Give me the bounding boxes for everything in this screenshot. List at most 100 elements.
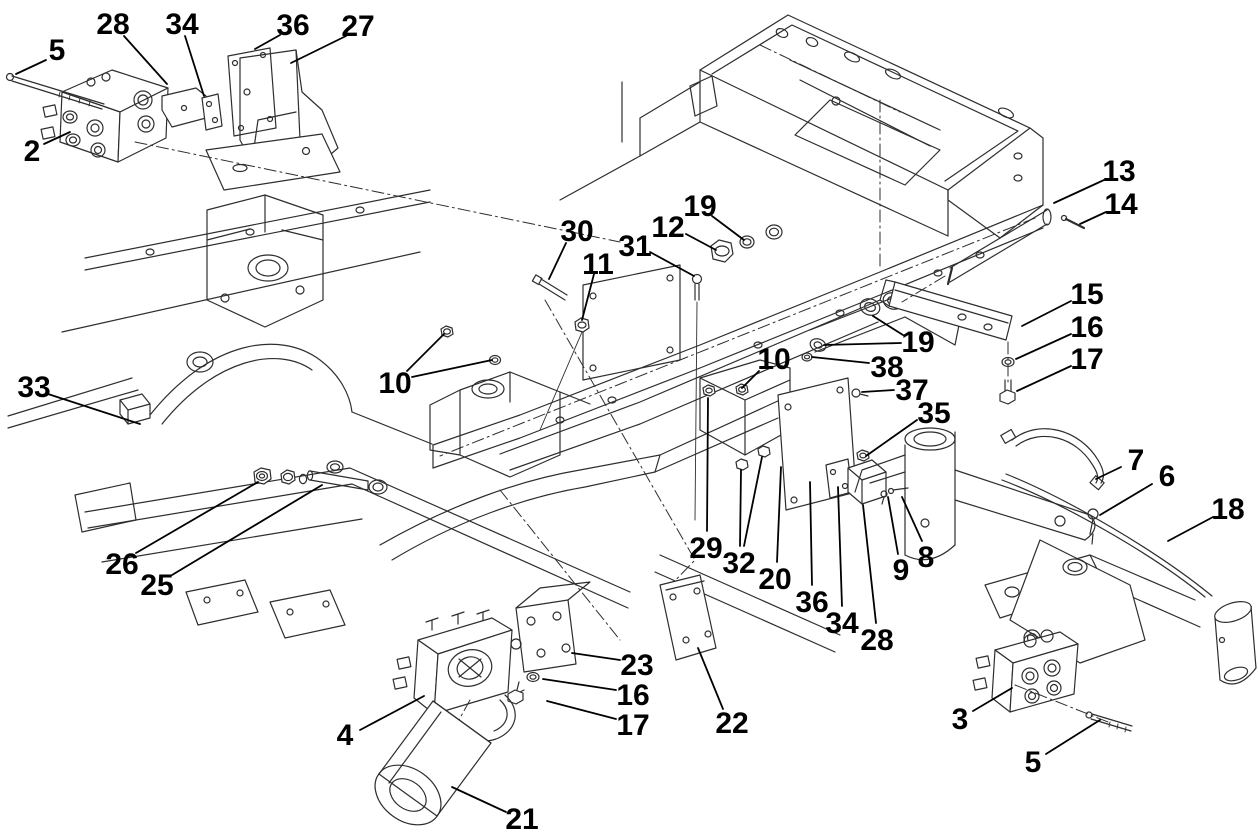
- callout-5: 5: [1025, 746, 1042, 779]
- callout-12: 12: [651, 211, 684, 244]
- front-frame: [7, 299, 841, 653]
- leader-line-28: [123, 35, 168, 85]
- left-tower: [206, 194, 324, 328]
- callout-36: 36: [795, 586, 828, 619]
- callout-21: 21: [505, 803, 538, 836]
- leader-line-29: [706, 397, 709, 532]
- leader-line-38: [811, 356, 870, 364]
- bolt-30: [531, 274, 568, 301]
- nut-12: [710, 239, 734, 263]
- callout-6: 6: [1159, 460, 1176, 493]
- callout-36: 36: [276, 9, 309, 42]
- callout-19: 19: [683, 190, 716, 223]
- leader-line-5: [15, 59, 47, 75]
- leader-line-14: [1079, 211, 1107, 225]
- callout-16: 16: [1070, 311, 1103, 344]
- main-rails: [61, 189, 1044, 471]
- bolt-31: [691, 273, 703, 521]
- leader-line-11: [581, 273, 595, 321]
- callout-5: 5: [49, 34, 66, 67]
- valve-block-4: [392, 609, 522, 773]
- callout-10: 10: [757, 343, 790, 376]
- callout-22: 22: [715, 707, 748, 740]
- leader-line-23: [571, 652, 621, 661]
- callout-34: 34: [825, 607, 859, 640]
- bracket-15: [879, 279, 1016, 405]
- callout-32: 32: [722, 547, 755, 580]
- bolt-11: [539, 317, 590, 431]
- leader-line-17: [546, 700, 617, 720]
- leader-line-10: [411, 359, 493, 378]
- callout-16: 16: [616, 679, 649, 712]
- bracket-23: [507, 581, 591, 705]
- callout-25: 25: [140, 569, 173, 602]
- leader-line-10: [406, 333, 445, 372]
- engine-deck: [559, 14, 1044, 269]
- callout-23: 23: [620, 649, 653, 682]
- bolt-10-right: [735, 383, 749, 396]
- callout-30: 30: [560, 215, 593, 248]
- callout-20: 20: [758, 563, 791, 596]
- shaft-25-nuts-26: [253, 460, 388, 495]
- callout-17: 17: [1070, 343, 1103, 376]
- callout-14: 14: [1104, 188, 1138, 221]
- callout-37: 37: [895, 374, 928, 407]
- leader-line-18: [1167, 516, 1214, 542]
- leader-line-30: [548, 242, 567, 280]
- callout-8: 8: [918, 541, 935, 574]
- callout-31: 31: [618, 230, 651, 263]
- callout-3: 3: [952, 703, 969, 736]
- leader-line-10: [741, 370, 760, 389]
- callout-10: 10: [378, 367, 411, 400]
- callout-29: 29: [689, 532, 722, 565]
- leader-line-7: [1095, 466, 1122, 480]
- leader-line-6: [1099, 483, 1153, 516]
- leader-line-34: [184, 35, 205, 97]
- leader-line-33: [47, 393, 141, 425]
- center-tower: [429, 371, 591, 478]
- callout-19: 19: [901, 326, 934, 359]
- callout-28: 28: [96, 8, 129, 41]
- leader-line-26: [135, 481, 259, 554]
- leader-line-19: [711, 215, 745, 241]
- bracket-27: [205, 49, 341, 191]
- leader-line-25: [171, 484, 323, 576]
- leader-line-19: [823, 342, 902, 346]
- leader-line-15: [1021, 300, 1072, 327]
- leader-line-2: [43, 131, 71, 145]
- tube-13: [901, 208, 1086, 303]
- leader-line-36: [254, 34, 281, 50]
- callout-26: 26: [105, 548, 138, 581]
- callout-35: 35: [917, 397, 950, 430]
- leader-line-31: [649, 251, 695, 277]
- leader-line-20: [776, 466, 782, 563]
- leader-line-3: [972, 687, 1013, 712]
- leader-line-12: [685, 233, 717, 251]
- plate-36: [227, 47, 277, 137]
- leader-line-5: [1045, 719, 1101, 755]
- callout-38: 38: [870, 351, 903, 384]
- valve-block-2: [40, 69, 169, 163]
- leader-line-21: [451, 786, 507, 813]
- plate-34: [201, 93, 223, 131]
- leader-line-34: [837, 486, 843, 607]
- plate-22: [659, 574, 717, 661]
- leader-line-8: [901, 496, 923, 542]
- leader-line-35: [865, 419, 918, 457]
- leader-line-16: [542, 678, 617, 691]
- callout-13: 13: [1102, 155, 1135, 188]
- leader-line-37: [861, 389, 895, 393]
- callout-11: 11: [582, 248, 614, 281]
- callout-15: 15: [1070, 278, 1103, 311]
- callout-28: 28: [860, 624, 893, 657]
- leader-line-32: [739, 469, 742, 547]
- frame-art: [5, 14, 1257, 826]
- arm-right-bottom: [984, 539, 1201, 664]
- callout-17: 17: [616, 709, 649, 742]
- leader-line-32: [743, 456, 763, 547]
- valve-block-3: [972, 629, 1133, 733]
- callout-7: 7: [1128, 444, 1145, 477]
- caster-tube: [854, 427, 1096, 561]
